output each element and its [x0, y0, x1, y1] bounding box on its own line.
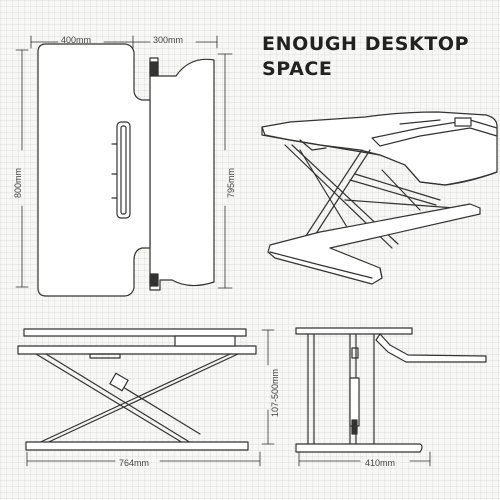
top-view-dimension-lines	[15, 35, 233, 289]
dim-top-left-width: 400mm	[61, 35, 92, 45]
side-view	[295, 327, 487, 467]
dim-front-width: 764mm	[119, 458, 150, 468]
isometric-view	[261, 111, 498, 285]
side-view-dimension-lines	[298, 451, 431, 467]
front-view	[17, 328, 275, 467]
headline: ENOUGH DESKTOP SPACE	[262, 32, 492, 82]
front-view-dimension-lines	[26, 329, 275, 467]
dim-top-right-width: 300mm	[153, 35, 184, 45]
top-view	[15, 35, 233, 297]
headline-line-2: SPACE	[262, 58, 333, 80]
dim-side-depth: 410mm	[365, 458, 396, 468]
headline-line-1: ENOUGH DESKTOP	[262, 33, 470, 55]
